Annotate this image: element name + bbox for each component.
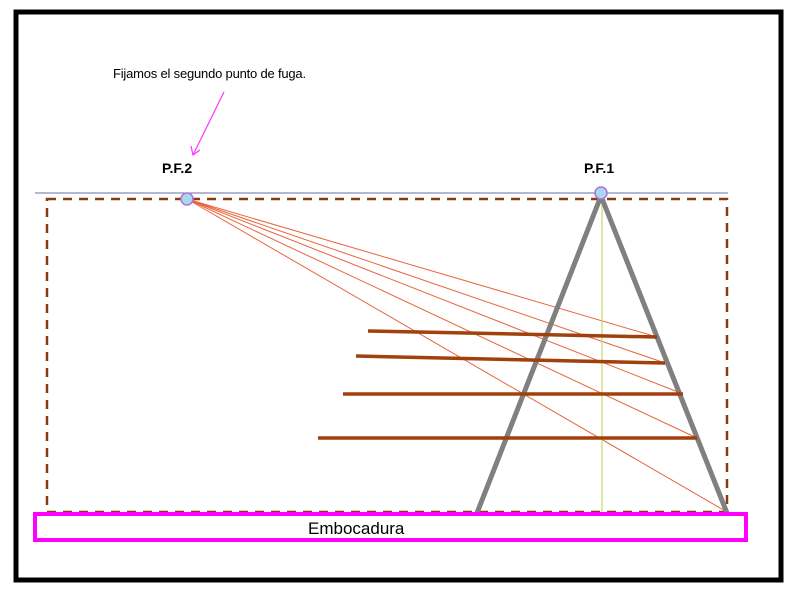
pf1-point [594, 186, 608, 200]
vanishing-lines [186, 198, 728, 513]
vanishing-line [186, 198, 728, 513]
vanishing-line [186, 198, 698, 439]
plank [367, 329, 658, 339]
pf2-label: P.F.2 [162, 160, 193, 176]
pf1-triangle [474, 195, 730, 514]
arrow-icon [190, 91, 225, 157]
vanishing-line [186, 198, 684, 395]
vanishing-line [186, 198, 658, 338]
triangle-right-edge [598, 195, 730, 514]
embocadura-box [33, 512, 748, 542]
plank [355, 354, 666, 365]
embocadura-label: Embocadura [308, 519, 405, 538]
vanishing-line [186, 198, 666, 364]
pf2-point [180, 192, 194, 206]
planks [318, 329, 697, 440]
triangle-left-edge [474, 195, 604, 514]
pf1-label: P.F.1 [584, 160, 615, 176]
outer-frame [13, 9, 784, 583]
annotation-text: Fijamos el segundo punto de fuga. [113, 66, 306, 81]
